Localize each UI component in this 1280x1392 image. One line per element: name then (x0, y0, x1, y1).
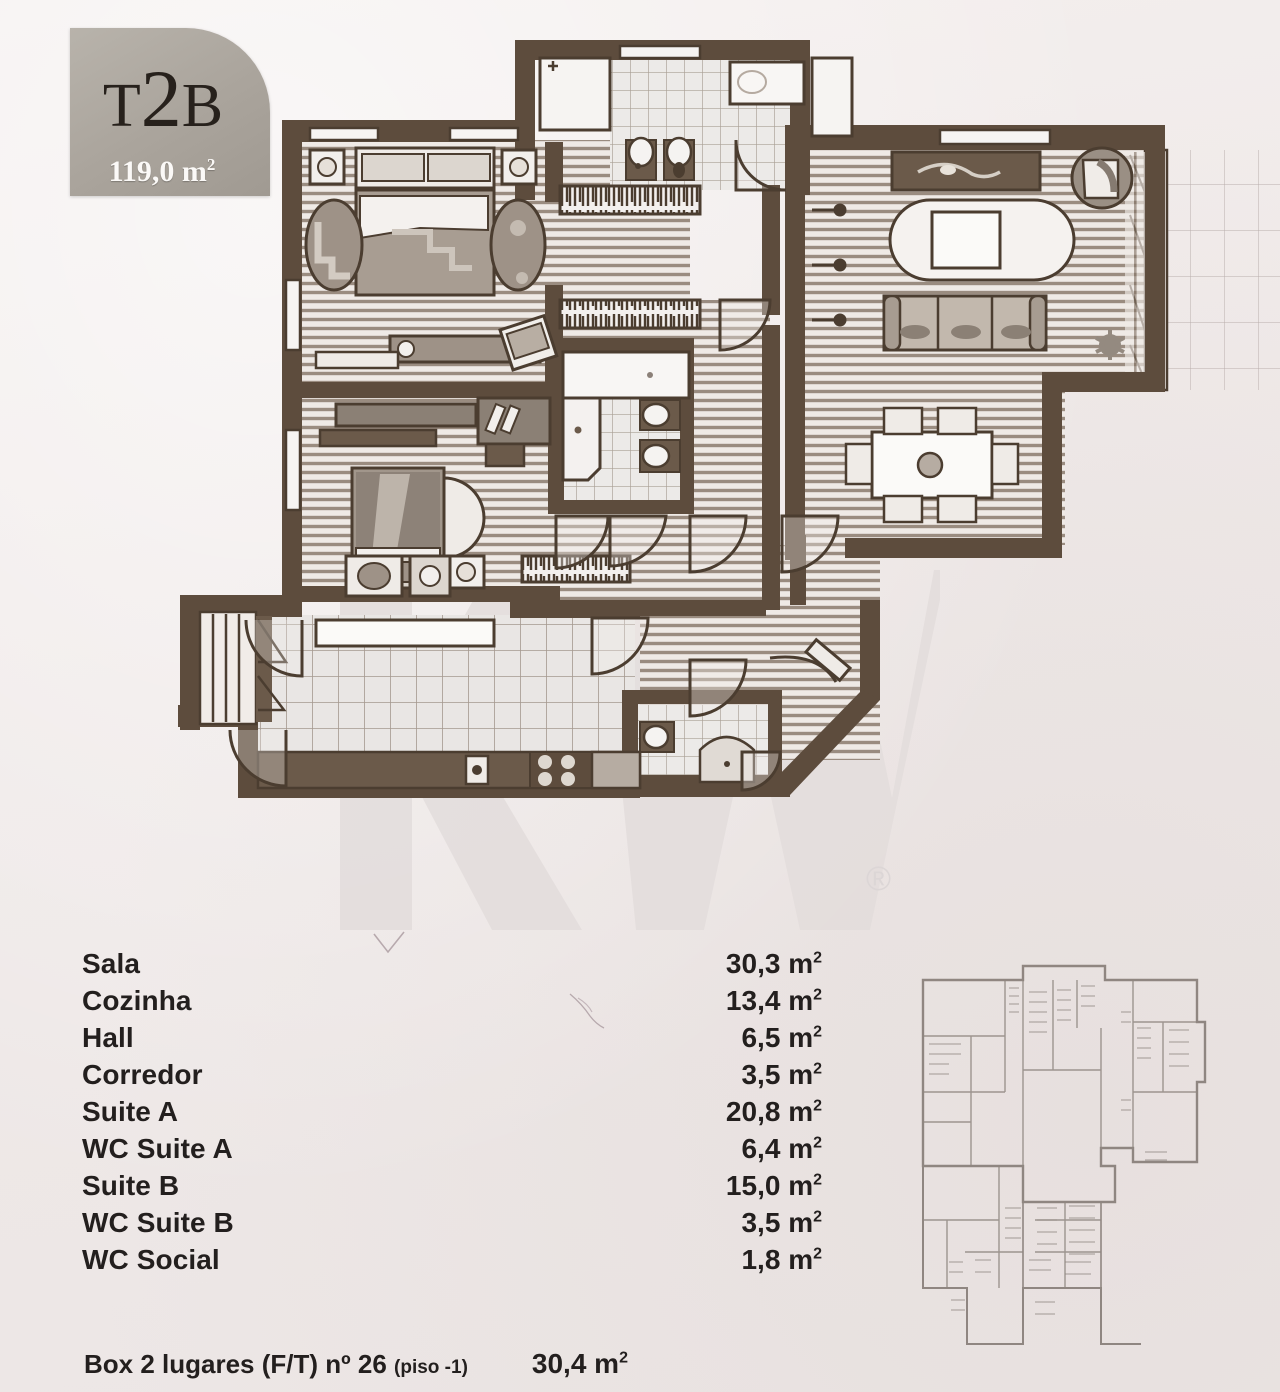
type-prefix: T (102, 72, 141, 140)
room-name: WC Suite B (82, 1207, 234, 1238)
potted-plant (1095, 330, 1125, 360)
floor-plan-drawing (178, 40, 1280, 798)
door-swings (228, 139, 853, 792)
room-name: WC Social (82, 1244, 220, 1275)
bidet-suite-b (639, 439, 681, 473)
parking-box-row: Box 2 lugares (F/T) nº 26 (piso -1) 30,4… (84, 1348, 824, 1380)
wardrobe-suite-b (558, 298, 702, 330)
room-name: Hall (82, 1022, 134, 1053)
bathtub (728, 60, 806, 106)
coffee-table (930, 210, 1002, 270)
wardrobe-hall (520, 554, 632, 584)
wardrobe-suite-a (558, 184, 702, 216)
toilet-suite-a (625, 136, 657, 181)
area-unit-superscript: 2 (206, 155, 216, 174)
wall-lamps (812, 203, 847, 327)
room-area: 1,8 m2 (741, 1244, 822, 1275)
table-row: Suite A 20,8 m2 (82, 1096, 822, 1133)
apartment-type-code: T2B (70, 58, 256, 140)
bathtub-suite-b (561, 350, 691, 400)
building-key-plan (905, 952, 1215, 1352)
room-area: 3,5 m2 (741, 1059, 822, 1090)
table-row: Sala 30,3 m2 (82, 948, 822, 985)
table-row: Corredor 3,5 m2 (82, 1059, 822, 1096)
toilet-social (639, 721, 675, 753)
table-row: WC Social 1,8 m2 (82, 1244, 822, 1281)
room-area: 6,5 m2 (741, 1022, 822, 1053)
dining-set (844, 406, 1020, 524)
wc-suite-b-fixtures (561, 350, 691, 482)
type-number: 2 (140, 53, 182, 144)
room-area: 13,4 m2 (725, 985, 822, 1016)
registered-trademark-icon: ® (866, 860, 892, 898)
table-row: Suite B 15,0 m2 (82, 1170, 822, 1207)
bidet-suite-a (663, 136, 695, 181)
wc-suite-a-fixtures (538, 56, 854, 181)
room-name: Corredor (82, 1059, 203, 1090)
kitchen-fixtures (256, 554, 642, 790)
parking-floor-note: (piso -1) (394, 1357, 468, 1378)
stove-hob (529, 751, 593, 789)
room-area: 6,4 m2 (741, 1133, 822, 1164)
room-name: WC Suite A (82, 1133, 233, 1164)
windows (284, 44, 1052, 512)
total-area-label: 119,0 m2 (108, 155, 216, 188)
room-area: 15,0 m2 (725, 1170, 822, 1201)
toilet-suite-b (639, 399, 681, 431)
room-name: Sala (82, 948, 140, 979)
room-name: Cozinha (82, 985, 192, 1016)
parking-box-area: 30,4 m2 (531, 1348, 628, 1379)
room-name: Suite A (82, 1096, 179, 1127)
room-area: 20,8 m2 (725, 1096, 822, 1127)
armchair-right (489, 198, 547, 292)
table-row: WC Suite A 6,4 m2 (82, 1133, 822, 1170)
room-area: 3,5 m2 (741, 1207, 822, 1238)
suite-a-furniture (304, 146, 559, 372)
type-suffix: B (181, 72, 224, 140)
room-name: Suite B (82, 1170, 180, 1201)
armchair-living (1070, 146, 1134, 210)
living-room-furniture (812, 146, 1134, 524)
room-area: 30,3 m2 (725, 948, 822, 979)
table-row: Hall 6,5 m2 (82, 1022, 822, 1059)
sofa (882, 294, 1048, 352)
kitchen-sink (464, 754, 490, 786)
table-row: WC Suite B 3,5 m2 (82, 1207, 822, 1244)
apartment-type-badge: T2B 119,0 m2 (70, 28, 270, 196)
room-area-table: Sala 30,3 m2 Cozinha 13,4 m2 Hall 6,5 m2… (82, 948, 822, 1281)
parking-box-label: Box 2 lugares (F/T) nº 26 (piso -1) (84, 1349, 468, 1379)
table-row: Cozinha 13,4 m2 (82, 985, 822, 1022)
